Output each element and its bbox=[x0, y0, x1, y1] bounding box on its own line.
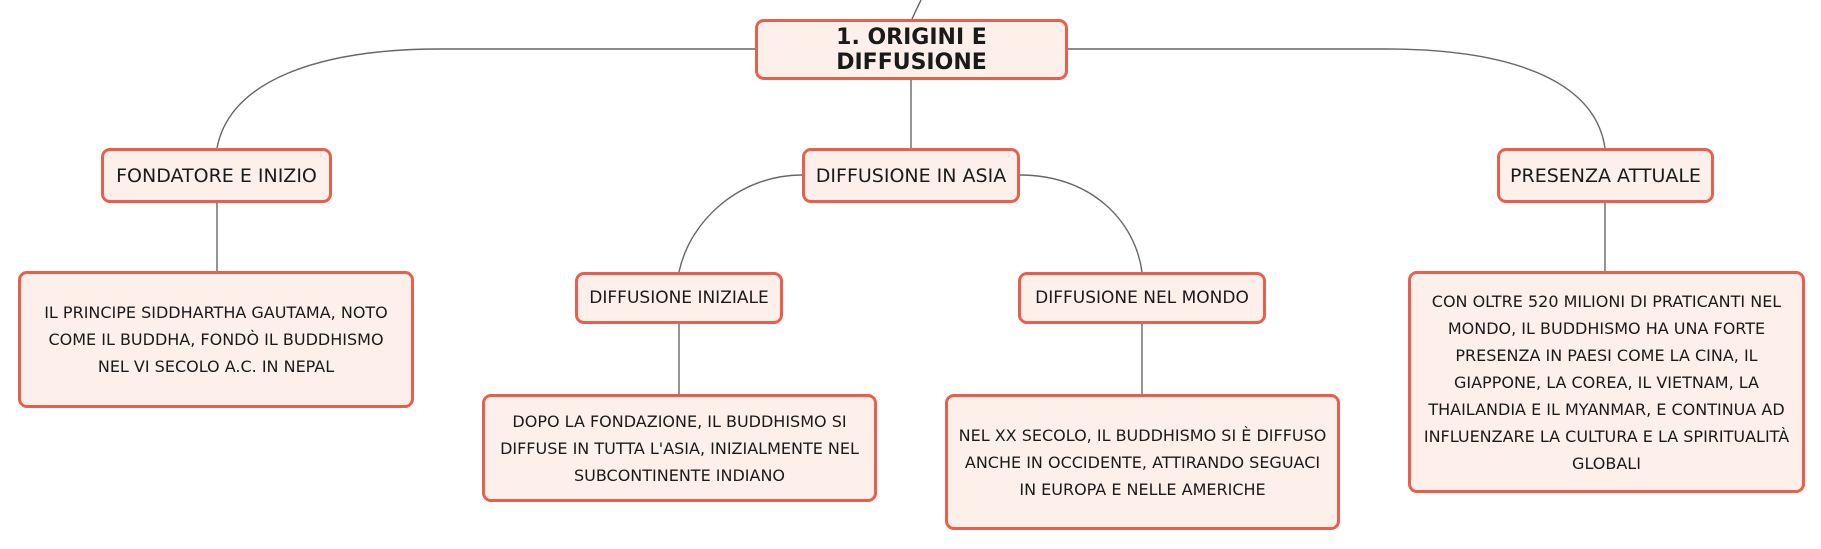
connector-incoming bbox=[911, 0, 922, 20]
subtopic-node-iniziale[interactable]: DIFFUSIONE INIZIALE bbox=[575, 272, 783, 324]
subtopic-node-label: DIFFUSIONE NEL MONDO bbox=[1035, 288, 1249, 308]
branch-node-asia[interactable]: DIFFUSIONE IN ASIA bbox=[802, 148, 1020, 203]
detail-node-text: DOPO LA FONDAZIONE, IL BUDDHISMO SI DIFF… bbox=[500, 411, 859, 485]
branch-node-fondatore[interactable]: FONDATORE E INIZIO bbox=[101, 148, 332, 203]
detail-node-text: NEL XX SECOLO, IL BUDDHISMO SI È DIFFUSO… bbox=[958, 425, 1327, 499]
connector-asia-mondo bbox=[1019, 174, 1143, 273]
branch-node-label: FONDATORE E INIZIO bbox=[116, 164, 317, 187]
branch-node-label: DIFFUSIONE IN ASIA bbox=[815, 164, 1007, 187]
subtopic-node-mondo[interactable]: DIFFUSIONE NEL MONDO bbox=[1018, 272, 1266, 324]
branch-node-label: PRESENZA ATTUALE bbox=[1510, 164, 1701, 187]
detail-node-mondo[interactable]: NEL XX SECOLO, IL BUDDHISMO SI È DIFFUSO… bbox=[945, 394, 1340, 530]
detail-node-text: IL PRINCIPE SIDDHARTHA GAUTAMA, NOTO COM… bbox=[44, 303, 388, 376]
connector-asia-iniziale bbox=[678, 174, 803, 273]
connector-root-fondatore bbox=[216, 48, 755, 149]
branch-node-presenza[interactable]: PRESENZA ATTUALE bbox=[1497, 148, 1714, 203]
detail-node-presenza[interactable]: CON OLTRE 520 MILIONI DI PRATICANTI NEL … bbox=[1408, 271, 1805, 493]
detail-node-fondatore[interactable]: IL PRINCIPE SIDDHARTHA GAUTAMA, NOTO COM… bbox=[18, 271, 414, 408]
detail-node-text: CON OLTRE 520 MILIONI DI PRATICANTI NEL … bbox=[1423, 291, 1790, 473]
subtopic-node-label: DIFFUSIONE INIZIALE bbox=[589, 288, 769, 308]
detail-node-iniziale[interactable]: DOPO LA FONDAZIONE, IL BUDDHISMO SI DIFF… bbox=[482, 394, 877, 502]
root-node-label: 1. ORIGINI E DIFFUSIONE bbox=[836, 24, 987, 75]
connector-root-presenza bbox=[1068, 48, 1606, 149]
root-node[interactable]: 1. ORIGINI E DIFFUSIONE bbox=[755, 19, 1068, 80]
